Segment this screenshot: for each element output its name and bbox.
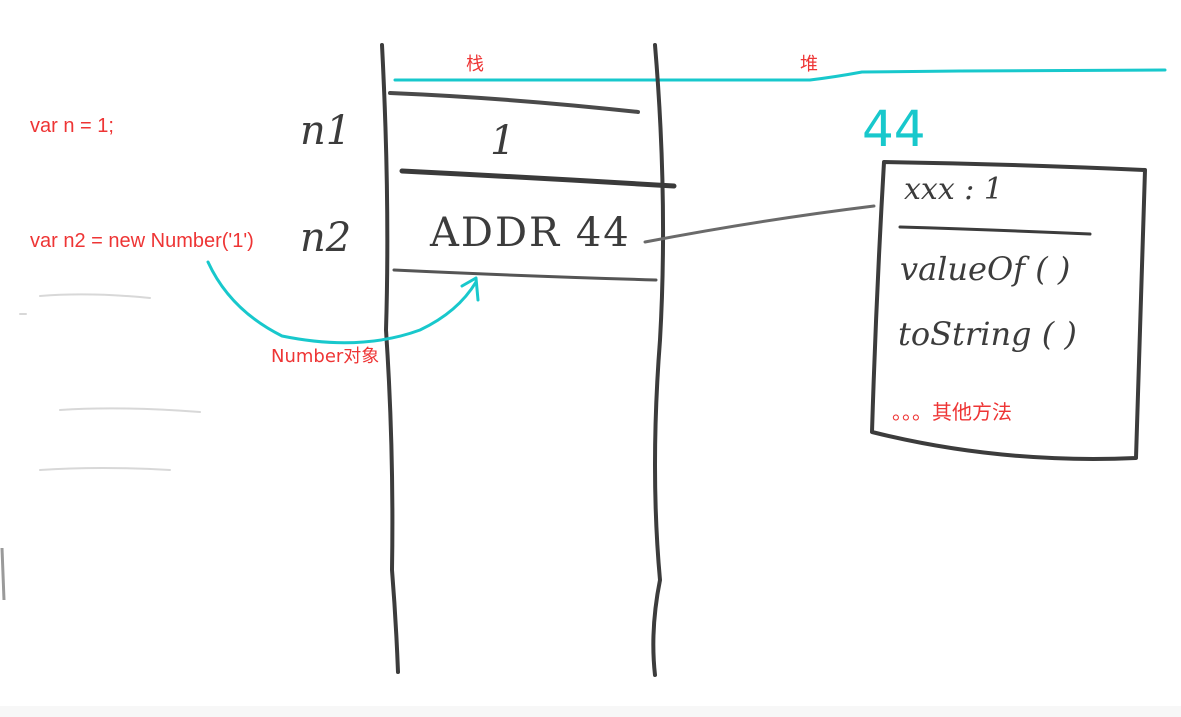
code-line-2: var n2 = new Number('1') [30, 230, 254, 252]
stack-heading: 栈 [466, 54, 484, 75]
heap-object-divider [898, 225, 1092, 236]
heap-object-box [870, 160, 1147, 461]
stack-var-n2-value: ADDR 44 [430, 210, 631, 256]
heap-address: 44 [862, 100, 926, 158]
stack-var-n1-name: n1 [300, 108, 352, 154]
faint-scribble [19, 293, 201, 471]
stack-line-bottom [392, 268, 658, 282]
stack-left-wall [380, 43, 400, 674]
heap-object-method-tostring: toString ( ) [898, 315, 1077, 353]
bottom-bar [0, 706, 1181, 717]
stack-right-wall [651, 43, 666, 677]
stack-var-n1-value: 1 [490, 118, 516, 164]
edge-mark [0, 547, 6, 601]
heap-object-property: xxx : 1 [904, 172, 1004, 207]
number-object-arrow [206, 260, 478, 345]
address-pointer-line [643, 204, 876, 244]
stack-var-n2-name: n2 [300, 215, 352, 261]
heap-heading: 堆 [800, 54, 818, 75]
stack-line-top [388, 91, 640, 114]
heap-object-method-valueof: valueOf ( ) [900, 250, 1071, 288]
number-object-label: Number对象 [271, 346, 380, 367]
stack-heap-header-line [393, 68, 1167, 82]
code-line-1: var n = 1; [30, 115, 114, 137]
number-object-arrowhead [460, 276, 480, 302]
heap-object-other-methods: 。。。其他方法 [892, 400, 1012, 424]
stack-line-middle [399, 168, 677, 189]
